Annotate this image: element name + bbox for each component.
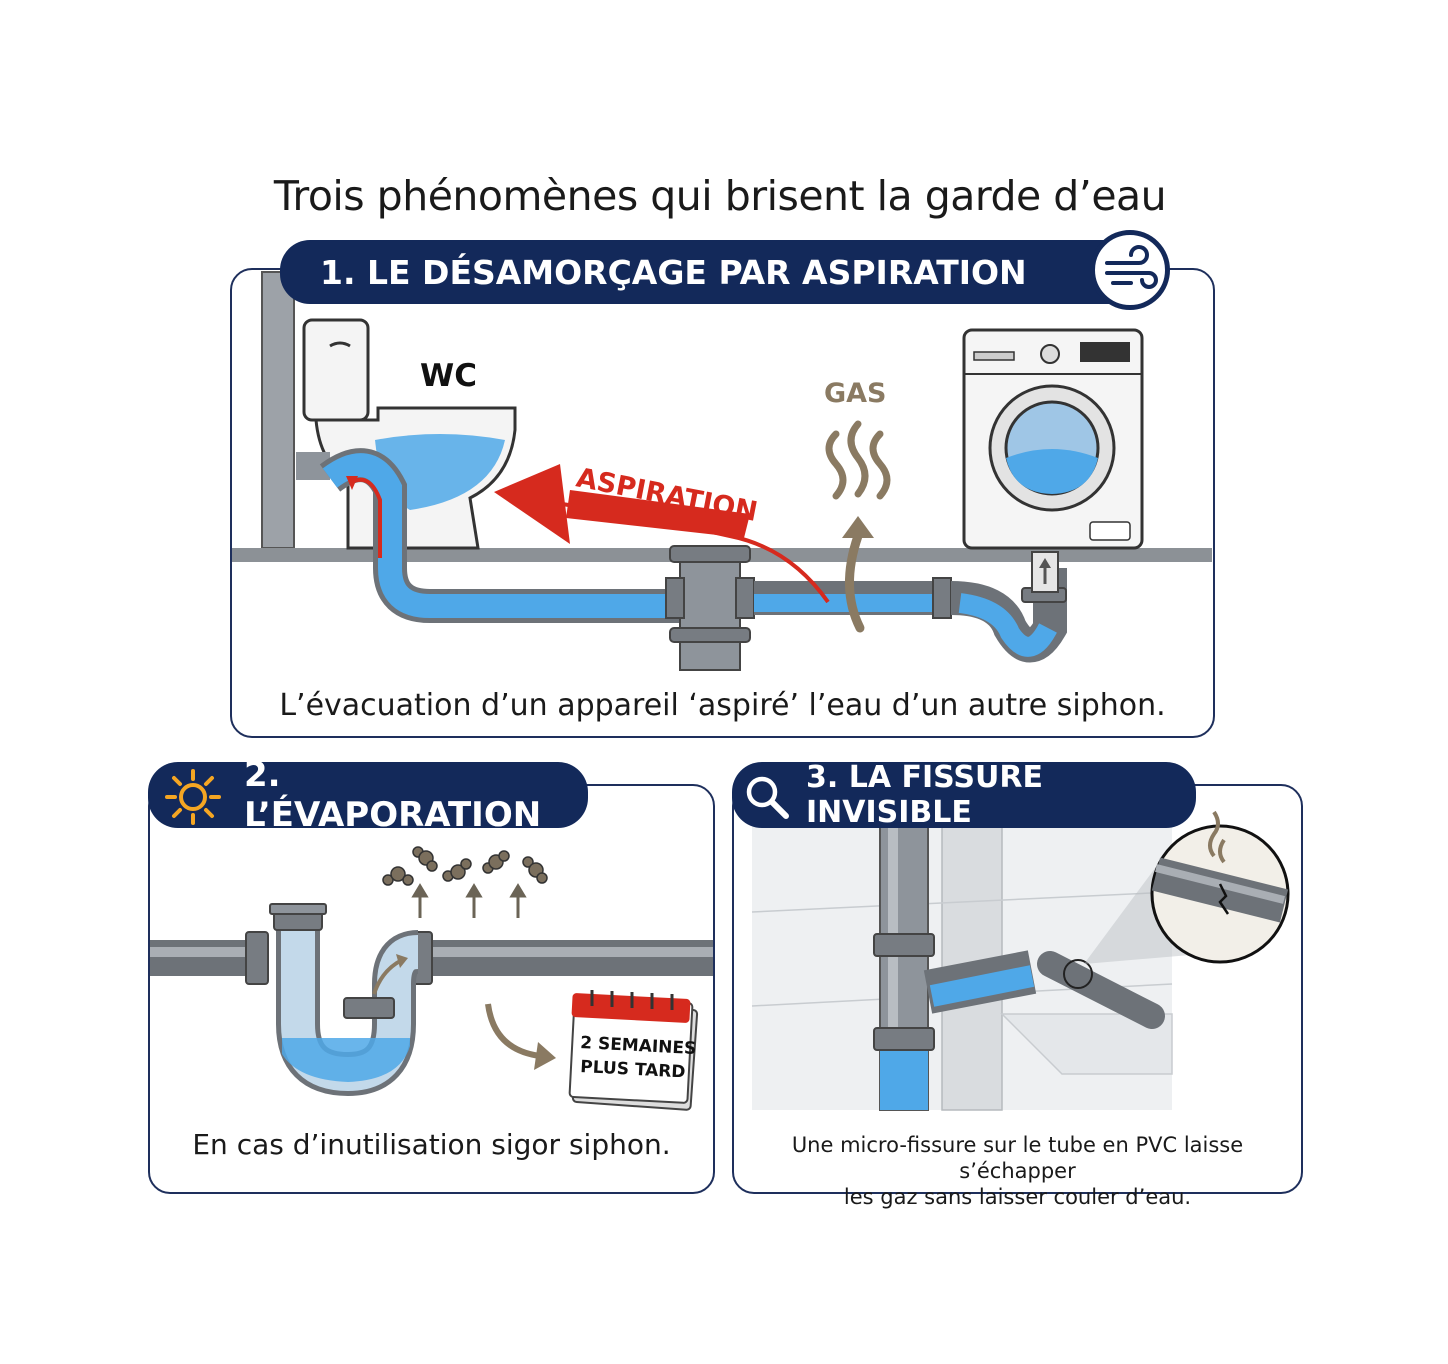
panel1-caption: L’évacuation d’un appareil ‘aspiré’ l’ea… [279, 688, 1166, 723]
toilet-icon [296, 318, 680, 623]
panel2-heading-banner: 2. L’ÉVAPORATION [148, 755, 588, 835]
panel3-heading: 3. LA FISSURE INVISIBLE [806, 760, 1043, 830]
panel1-heading-banner: 1. LE DÉSAMORÇAGE PAR ASPIRATION [280, 240, 1140, 304]
time-arrow [485, 1003, 541, 1059]
panel-evaporation [148, 784, 715, 1194]
wc-label: WC [420, 358, 477, 394]
vertical-pipe [873, 823, 935, 1111]
drain-tee [665, 545, 1067, 671]
gas-fumes-icon [825, 420, 891, 633]
gas-label: GAS [824, 378, 887, 409]
aspiration-illustration: ASPIRATION GAS WC [232, 271, 1212, 671]
aspiration-arrow [494, 464, 830, 604]
panel1-heading: 1. LE DÉSAMORÇAGE PAR ASPIRATION [320, 252, 1027, 292]
calendar-icon [568, 990, 699, 1111]
magnifier-icon [742, 772, 792, 822]
water-molecules-icon [382, 846, 548, 886]
panel2-heading: 2. L’ÉVAPORATION [244, 755, 542, 835]
crack-illustration [751, 810, 1290, 1111]
zoom-circle [1150, 810, 1290, 964]
wall [261, 271, 295, 549]
page-title: Trois phénomènes qui brisent la garde d’… [273, 172, 1167, 220]
washing-machine-icon [962, 328, 1144, 550]
panel3-caption: Une micro-fissure sur le tube en PVC lai… [732, 1132, 1303, 1210]
panel3-caption-line2: les gaz sans laisser couler d’eau. [843, 1185, 1192, 1209]
panel3-heading-banner: 3. LA FISSURE INVISIBLE [732, 760, 1196, 830]
siphon-pipe [150, 903, 713, 1097]
wind-icon [1090, 230, 1170, 310]
evaporation-arrows [411, 883, 527, 918]
evaporation-illustration: 2 SEMAINES PLUS TARD [150, 846, 713, 1111]
sun-icon [164, 768, 222, 826]
horizontal-branch [923, 950, 1165, 1029]
panel3-caption-line1: Une micro-fissure sur le tube en PVC lai… [791, 1133, 1244, 1183]
gas-up-arrow [842, 516, 874, 538]
panel2-caption: En cas d’inutilisation sigor siphon. [192, 1128, 671, 1161]
